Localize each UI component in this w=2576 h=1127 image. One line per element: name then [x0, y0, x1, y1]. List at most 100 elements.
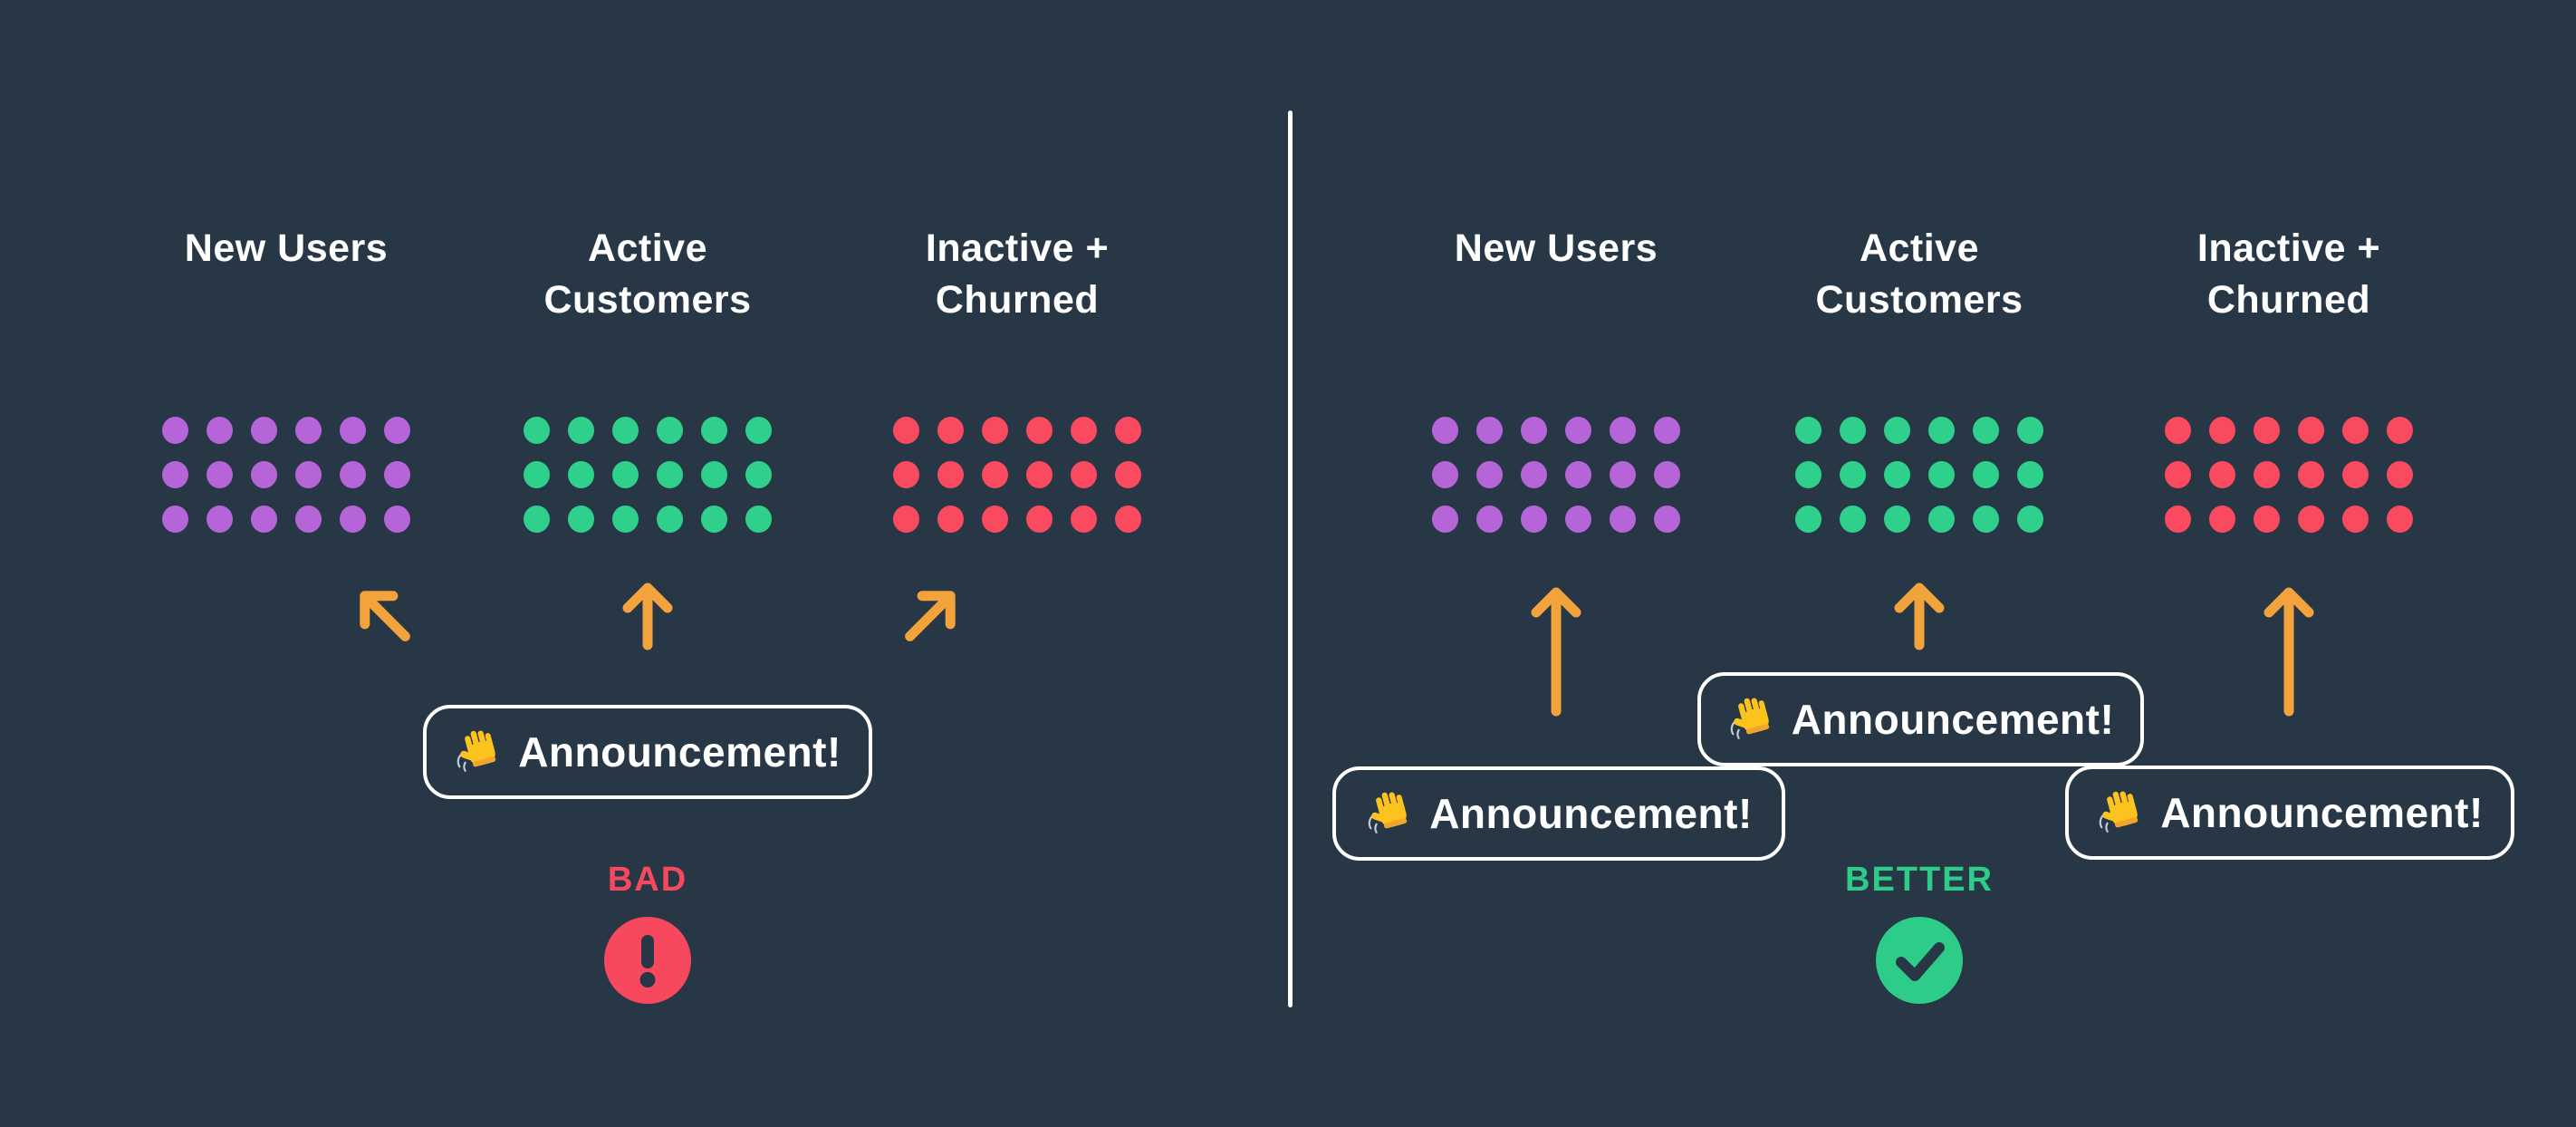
dot — [1565, 461, 1591, 488]
dot — [1973, 506, 1999, 533]
dot — [1071, 506, 1097, 533]
dot — [1840, 417, 1866, 444]
dot — [1840, 506, 1866, 533]
up-arrow-icon — [620, 580, 676, 650]
dot — [2017, 506, 2043, 533]
dot — [2254, 417, 2280, 444]
column-header-new-users: New Users — [105, 223, 467, 275]
dot-grid-new-users — [1432, 417, 1680, 533]
dot — [1115, 506, 1141, 533]
announcement-label: Announcement! — [1791, 696, 2115, 743]
dot — [1973, 417, 1999, 444]
dot — [1026, 417, 1053, 444]
dot-grid-inactive-churned — [893, 417, 1141, 533]
dot — [251, 417, 277, 444]
dot — [2017, 461, 2043, 488]
dot — [1115, 417, 1141, 444]
dot — [657, 417, 683, 444]
dot — [745, 461, 772, 488]
dot — [1884, 461, 1910, 488]
dot — [1476, 506, 1503, 533]
dot — [745, 506, 772, 533]
up-left-arrow-icon — [340, 571, 429, 660]
dot — [2298, 506, 2324, 533]
header-line: New Users — [1454, 226, 1658, 270]
dot — [2165, 506, 2191, 533]
dot — [1432, 417, 1458, 444]
dot — [162, 417, 188, 444]
dot — [1026, 506, 1053, 533]
header-line: Churned — [935, 278, 1100, 322]
dot — [1071, 417, 1097, 444]
dot — [1654, 461, 1680, 488]
dot — [1610, 461, 1636, 488]
dot — [1432, 506, 1458, 533]
dot — [2254, 506, 2280, 533]
dot — [657, 506, 683, 533]
dot — [2342, 506, 2369, 533]
dot — [1476, 461, 1503, 488]
dot — [2165, 417, 2191, 444]
up-right-arrow-icon — [887, 571, 976, 660]
dot — [2298, 417, 2324, 444]
dot — [612, 506, 639, 533]
verdict-label-better: BETTER — [1845, 861, 1994, 899]
column-header-inactive-churned: Inactive + Churned — [836, 223, 1198, 326]
dot — [384, 461, 410, 488]
dot — [1071, 461, 1097, 488]
up-arrow-icon — [1528, 584, 1584, 717]
header-line: Churned — [2206, 278, 2371, 322]
dot — [1476, 417, 1503, 444]
dot — [982, 417, 1008, 444]
dot — [384, 506, 410, 533]
header-line: Active — [587, 226, 708, 270]
dot — [2209, 506, 2235, 533]
dot-grid-new-users — [162, 417, 410, 533]
column-header-new-users: New Users — [1375, 223, 1737, 275]
dot — [1884, 417, 1910, 444]
dot — [207, 461, 233, 488]
dot — [2387, 461, 2413, 488]
dot — [612, 461, 639, 488]
dot — [1973, 461, 1999, 488]
dot — [1795, 461, 1821, 488]
dot — [1654, 417, 1680, 444]
dot — [207, 506, 233, 533]
dot — [701, 417, 727, 444]
dot — [1928, 506, 1955, 533]
dot — [251, 506, 277, 533]
waving-hand-icon — [1730, 698, 1769, 739]
dot — [982, 461, 1008, 488]
dot — [2342, 461, 2369, 488]
exclamation-circle-icon — [604, 917, 691, 1004]
check-circle-icon — [1876, 917, 1963, 1004]
dot — [2209, 417, 2235, 444]
dot — [340, 506, 366, 533]
dot — [1610, 417, 1636, 444]
dot — [340, 417, 366, 444]
header-line: Inactive + — [925, 226, 1110, 270]
header-line: Customers — [543, 278, 752, 322]
dot — [568, 506, 594, 533]
dot — [701, 506, 727, 533]
announcement-label: Announcement! — [518, 728, 841, 775]
column-header-inactive-churned: Inactive + Churned — [2108, 223, 2470, 326]
dot — [568, 417, 594, 444]
verdict-label-bad: BAD — [607, 861, 688, 899]
dot — [524, 461, 550, 488]
dot — [1884, 506, 1910, 533]
dot — [937, 461, 964, 488]
dot — [2017, 417, 2043, 444]
dot-grid-inactive-churned — [2165, 417, 2413, 533]
dot — [701, 461, 727, 488]
waving-hand-icon — [2099, 791, 2139, 833]
dot — [2342, 417, 2369, 444]
column-header-active-customers: Active Customers — [1738, 223, 2100, 326]
dot — [1565, 417, 1591, 444]
dot — [937, 506, 964, 533]
dot — [1521, 461, 1547, 488]
announcement-pill: Announcement! — [1332, 766, 1785, 861]
dot — [340, 461, 366, 488]
dot — [893, 461, 919, 488]
